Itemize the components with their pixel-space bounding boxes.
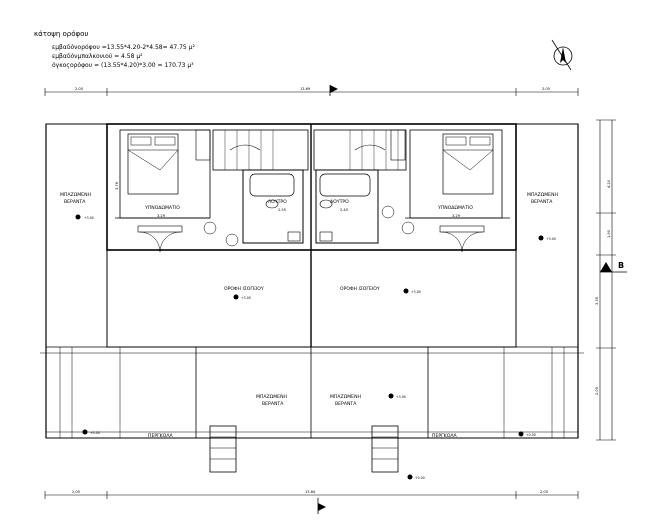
elev-veranda-left: +3.00 bbox=[84, 216, 94, 220]
veranda-bottom-left-label-1: ΜΠΑΖΩΜΕΝΗ bbox=[256, 394, 287, 400]
bed-right-icon bbox=[442, 133, 494, 195]
bathtub-left-icon bbox=[249, 173, 295, 197]
level-markers bbox=[75, 214, 544, 480]
bedroom-right-label: ΥΠΝΟΔΩΜΑΤΙΟ bbox=[437, 205, 473, 211]
building-outline bbox=[40, 123, 584, 439]
dim-top-mid: 13.69 bbox=[300, 87, 311, 91]
dim-right-3: 3.35 bbox=[595, 297, 599, 305]
veranda-bottom-right-label-1: ΜΠΑΖΩΜΕΝΗ bbox=[330, 394, 361, 400]
balcony-area-line: εμβαδόνμπαλκονιού = 4.58 μ² bbox=[52, 53, 143, 60]
wc-right-width: 2.45 bbox=[340, 208, 348, 212]
bedroom-right-width: 3.29 bbox=[452, 214, 461, 218]
dim-left-vertical: 3.76 bbox=[115, 181, 119, 190]
section-arrow-bottom-icon bbox=[318, 503, 326, 511]
section-arrow-top-icon bbox=[330, 85, 338, 93]
dim-top-right: 2.05 bbox=[542, 87, 550, 91]
elev-bottom-right: +0.00 bbox=[526, 433, 536, 437]
volume-calc-line: όγκοςορόφου = (13.55*4.20)*3.00 = 170.73… bbox=[52, 62, 194, 69]
elev-roof-right: +3.00 bbox=[411, 290, 421, 294]
entry-stairs bbox=[209, 425, 399, 473]
right-unit bbox=[313, 129, 510, 253]
wc-right-label: ΛΟΥΤΡΟ bbox=[330, 199, 349, 205]
dimension-right: 4.20 1.90 3.35 2.05 B bbox=[595, 119, 627, 441]
veranda-left-label-1: ΜΠΑΖΩΜΕΝΗ bbox=[60, 192, 91, 198]
dim-bottom-mid: 13.84 bbox=[305, 490, 316, 494]
dimension-top: 2.05 13.69 2.05 bbox=[44, 85, 579, 96]
bathtub-right-icon bbox=[319, 173, 371, 197]
plan-title: κάτοψη ορόφου bbox=[34, 30, 89, 38]
dim-bottom-left: 2.05 bbox=[72, 490, 80, 494]
veranda-right-label-2: ΒΕΡΑΝΤΑ bbox=[531, 199, 553, 205]
dim-right-4: 2.05 bbox=[595, 387, 599, 395]
wc-left-width: 2.55 bbox=[278, 208, 286, 212]
wc-left-label: ΛΟΥΤΡΟ bbox=[268, 199, 287, 205]
veranda-left-label-2: ΒΕΡΑΝΤΑ bbox=[64, 199, 86, 205]
left-unit bbox=[115, 129, 309, 253]
dim-bottom-right: 2.05 bbox=[540, 490, 548, 494]
elev-roof-left: +3.00 bbox=[241, 296, 251, 300]
veranda-bottom-right-label-2: ΒΕΡΑΝΤΑ bbox=[335, 401, 357, 407]
roof-right-label: ΟΡΟΦΗ ΙΣΟΓΕΙΟΥ bbox=[340, 286, 380, 292]
elev-veranda-right: +3.00 bbox=[546, 237, 556, 241]
bed-left-icon bbox=[127, 133, 179, 195]
veranda-bottom-left-label-2: ΒΕΡΑΝΤΑ bbox=[262, 401, 284, 407]
bedroom-left-width: 3.29 bbox=[157, 214, 166, 218]
dimension-bottom: 2.05 13.84 2.05 bbox=[44, 490, 579, 514]
pergola-right-label: ΠΕΡΓΚΟΛΑ bbox=[432, 433, 457, 439]
north-arrow-icon bbox=[551, 39, 573, 71]
pergola-left-label: ΠΕΡΓΚΟΛΑ bbox=[148, 433, 173, 439]
dim-right-2: 1.90 bbox=[607, 229, 611, 238]
area-calc-line: εμβαδόνορόφου =13.55*4.20-2*4.58= 47.75 … bbox=[52, 44, 195, 51]
elev-entry: +0.00 bbox=[415, 476, 425, 480]
elev-bottom-left: +0.00 bbox=[90, 431, 100, 435]
elev-veranda-bottom-right: +3.00 bbox=[396, 395, 406, 399]
section-mark-icon bbox=[600, 262, 612, 272]
section-mark-label: B bbox=[618, 261, 624, 270]
bedroom-left-label: ΥΠΝΟΔΩΜΑΤΙΟ bbox=[144, 205, 180, 211]
dim-right-1: 4.20 bbox=[607, 179, 611, 188]
dim-top-left: 2.05 bbox=[75, 87, 83, 91]
roof-left-label: ΟΡΟΦΗ ΙΣΟΓΕΙΟΥ bbox=[224, 286, 264, 292]
veranda-right-label-1: ΜΠΑΖΩΜΕΝΗ bbox=[527, 192, 558, 198]
